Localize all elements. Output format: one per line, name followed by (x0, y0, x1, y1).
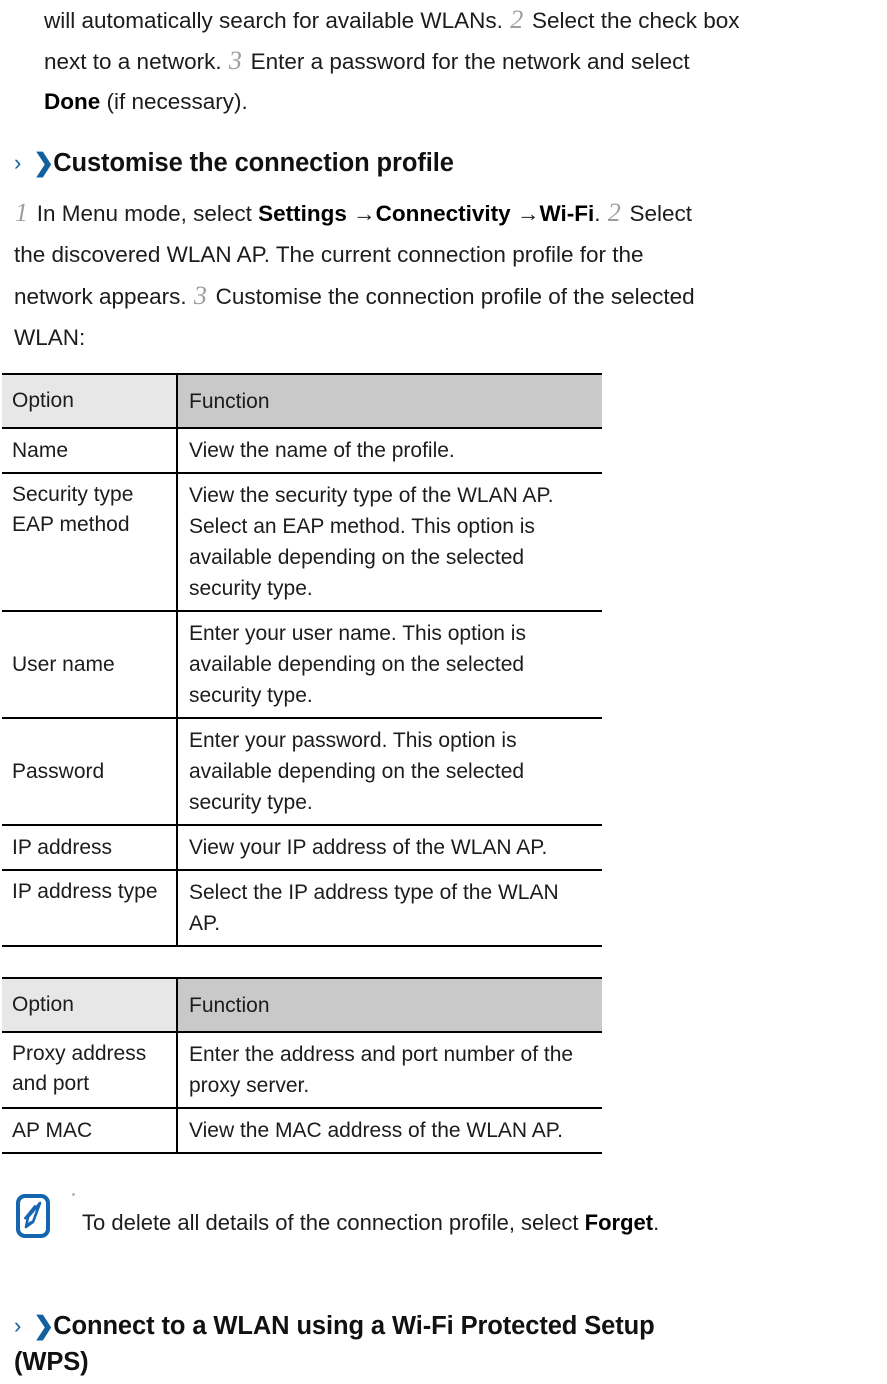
step-number: 3 (228, 46, 243, 75)
cell-option: Password (2, 718, 178, 826)
text-run: Customise the connection profile of the … (209, 284, 695, 309)
section-heading-connect-wlan-wps: › ❯Connect to a WLAN using a Wi-Fi Protec… (14, 1308, 884, 1380)
text-line: WLAN: (14, 317, 874, 358)
cell-option: User name (2, 611, 178, 719)
chevron-right-icon: ❯ (33, 1312, 54, 1340)
text-line: Done (if necessary). (44, 82, 887, 122)
section-heading-label: Customise the connection profile (53, 149, 454, 177)
cell-function: Select the IP address type of the WLAN A… (177, 870, 602, 947)
section-heading-customise-connection-profile: › ❯Customise the connection profile (14, 148, 454, 178)
text-run: the discovered WLAN AP. The current conn… (14, 242, 644, 267)
text-run: (if necessary). (100, 89, 248, 114)
text-run: To delete all details of the connection … (82, 1210, 585, 1235)
arrow-icon: → (516, 201, 540, 226)
text-run: Enter a password for the network and sel… (244, 49, 690, 74)
cell-option: AP MAC (2, 1108, 178, 1154)
bold-term: Forget (584, 1210, 654, 1235)
text-run: In Menu mode, select (30, 201, 259, 226)
chevron-right-icon: ❯ (33, 149, 54, 177)
bullet-tick-icon: › (14, 1313, 22, 1338)
step-number: 3 (193, 281, 208, 310)
cell-option: Name (2, 428, 178, 474)
cell-function: View the security type of the WLAN AP. S… (177, 473, 602, 612)
step-number: 2 (510, 5, 524, 34)
bullet-tick-icon: › (14, 150, 22, 175)
step-number: 1 (15, 198, 29, 227)
column-header-option: Option (2, 373, 178, 429)
text-run: WLAN: (14, 325, 86, 350)
note-pencil-icon (16, 1194, 50, 1238)
text-line: the discovered WLAN AP. The current conn… (14, 234, 874, 275)
cell-function: View the MAC address of the WLAN AP. (177, 1108, 602, 1154)
cell-option: Security type EAP method (2, 473, 178, 612)
intro-paragraph: will automatically search for available … (44, 0, 887, 122)
note-block: To delete all details of the connection … (14, 1193, 874, 1249)
text-run: Select (623, 201, 693, 226)
note-text: To delete all details of the connection … (82, 1207, 659, 1239)
column-header-function: Function (177, 977, 602, 1033)
text-run: will automatically search for available … (44, 8, 510, 33)
cell-function: View your IP address of the WLAN AP. (177, 825, 602, 871)
bold-term: Settings (258, 201, 347, 226)
cell-function: Enter your password. This option is avai… (177, 718, 602, 826)
text-line: next to a network. 3 Enter a password fo… (44, 41, 887, 82)
cell-function: Enter your user name. This option is ava… (177, 611, 602, 719)
bold-term: Connectivity (375, 201, 511, 226)
table-header-row: Option Function (2, 977, 602, 1033)
column-header-option: Option (2, 977, 178, 1033)
section-body-paragraph: 1 In Menu mode, select Settings →Connect… (14, 192, 874, 358)
table-header-row: Option Function (2, 373, 602, 429)
cell-function: Enter the address and port number of the… (177, 1032, 602, 1109)
cell-option: Proxy address and port (2, 1032, 178, 1109)
text-line: network appears. 3 Customise the connect… (14, 275, 874, 317)
section-heading-label-line1: Connect to a WLAN using a Wi-Fi Protecte… (53, 1312, 655, 1340)
section-heading-label-line2: (WPS) (14, 1348, 89, 1376)
text-run: . (594, 201, 607, 226)
text-run: Select the check box (525, 8, 740, 33)
text-line: 1 In Menu mode, select Settings →Connect… (14, 192, 874, 234)
step-number: 2 (607, 198, 622, 227)
cell-option: IP address type (2, 870, 178, 947)
text-run: . (653, 1210, 660, 1235)
arrow-icon: → (353, 201, 376, 226)
cell-option: IP address (2, 825, 178, 871)
text-line: will automatically search for available … (44, 0, 887, 41)
print-speck (72, 1193, 75, 1196)
column-header-function: Function (177, 373, 602, 429)
cell-function: View the name of the profile. (177, 428, 602, 474)
bold-term: Wi-Fi (539, 201, 595, 226)
text-run: next to a network. (44, 49, 228, 74)
text-run: network appears. (14, 284, 193, 309)
bold-term: Done (44, 89, 101, 114)
